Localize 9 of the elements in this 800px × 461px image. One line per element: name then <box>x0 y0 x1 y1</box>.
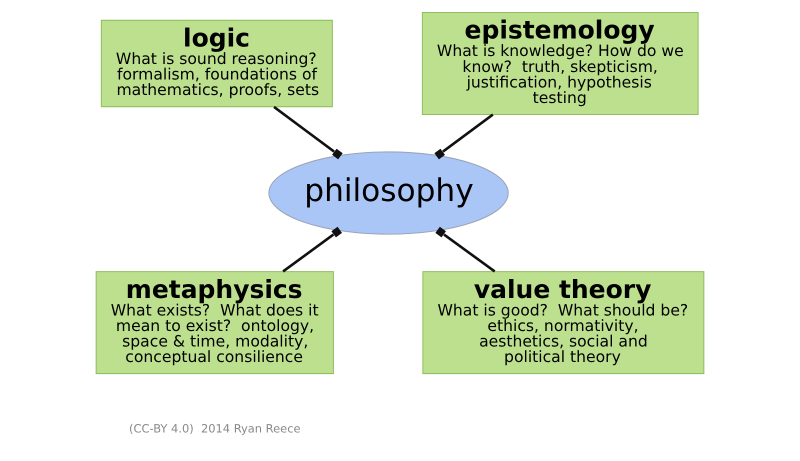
node-box: epistemology What is knowledge? How do we know? truth, skepticism, justification, hypothesis testing <box>422 12 699 115</box>
node-box: metaphysics What exists? What does it mean to exist? ontology, space & time, modality, conceptual consilience <box>96 271 334 374</box>
connector <box>434 114 494 160</box>
connector <box>435 226 496 273</box>
connector <box>282 226 342 273</box>
connector <box>273 106 343 160</box>
node-box: value theory What is good? What should be? ethics, normativity, aesthetics, social and political theory <box>422 271 704 374</box>
label: (CC-BY 4.0) 2014 Ryan Reece <box>129 422 301 436</box>
node-box: logic What is sound reasoning? formalism, foundations of mathematics, proofs, sets <box>100 20 333 108</box>
